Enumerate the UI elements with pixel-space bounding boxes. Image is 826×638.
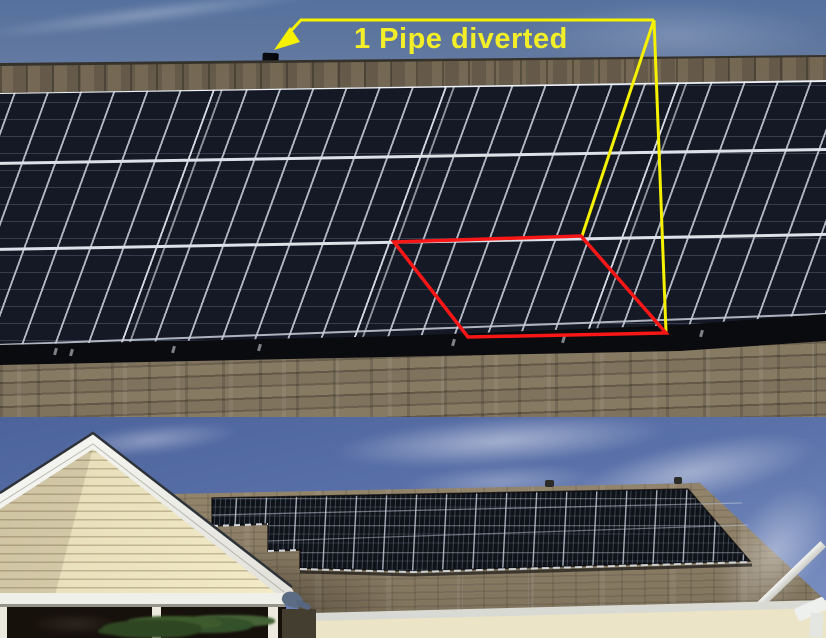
frame-glint	[299, 561, 751, 574]
callout-line	[580, 19, 656, 237]
shrub	[102, 620, 202, 638]
annotation-label: 1 Pipe diverted	[354, 23, 568, 55]
solar-array-closeup	[0, 80, 826, 346]
eave-corner-shadow	[282, 609, 316, 638]
panel-row-divider	[211, 502, 743, 516]
frame-glint	[211, 523, 269, 527]
panel-row-divider	[267, 524, 749, 542]
array-outline	[211, 488, 752, 572]
porch-header-beam	[0, 593, 285, 607]
screen-sheen	[30, 613, 120, 635]
gable-edge-lines	[0, 431, 293, 593]
bottom-photo	[0, 417, 826, 638]
top-photo: 1 Pipe diverted	[0, 0, 826, 417]
solar-array-bottom	[211, 488, 753, 577]
callout-line	[652, 19, 668, 333]
highlight-box	[390, 234, 670, 339]
gable-trim-shadow-line	[0, 443, 285, 593]
gable-cap-line	[0, 431, 293, 588]
callout-arrow-icon	[274, 27, 300, 50]
ridge-vent-stub	[545, 480, 554, 487]
annotation-layer: 1 Pipe diverted	[274, 18, 670, 339]
array-drop-shadow	[299, 563, 753, 577]
ridge-vent-stub	[674, 477, 682, 484]
porch-post	[268, 607, 278, 638]
porch-post	[0, 607, 7, 638]
callout-line	[286, 18, 654, 36]
frame-glint	[267, 549, 301, 552]
